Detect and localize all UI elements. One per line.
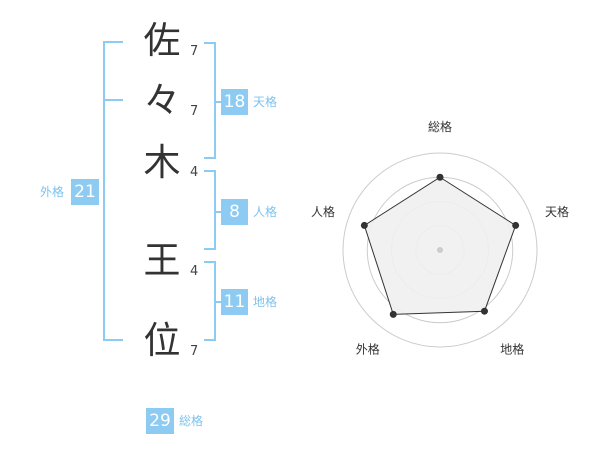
radar-polygon	[363, 176, 517, 315]
bracket-line	[204, 157, 216, 159]
radar-axis-label: 総格	[428, 119, 452, 134]
jinkaku-label: 人格	[253, 205, 278, 219]
bracket-line	[214, 211, 222, 213]
bracket-line	[204, 170, 216, 172]
bracket-line	[214, 101, 222, 103]
soukaku-label: 総格	[179, 414, 204, 428]
radar-axis-label: 天格	[545, 204, 569, 219]
name-char-3: 木	[143, 141, 181, 184]
jinkaku-badge: 8	[221, 199, 248, 225]
chikaku-badge: 11	[221, 289, 248, 315]
radar-point	[389, 310, 397, 318]
radar-shape	[363, 176, 517, 315]
bracket-line	[103, 41, 105, 341]
soukaku-badge: 29	[146, 408, 174, 434]
radar-points	[360, 173, 520, 318]
name-char-2: 々	[143, 79, 181, 122]
tenkaku-label: 天格	[253, 95, 278, 109]
stroke-count-3: 4	[190, 165, 199, 180]
bracket-line	[204, 261, 216, 263]
radar-point	[436, 173, 444, 181]
radar-center	[437, 247, 443, 253]
bracket-line	[214, 170, 216, 250]
radar-point	[360, 221, 368, 229]
tenkaku-badge: 18	[221, 89, 248, 115]
radar-axis-label: 地格	[500, 342, 524, 357]
stroke-count-1: 7	[190, 44, 199, 59]
chikaku-label: 地格	[253, 295, 278, 309]
stroke-count-5: 7	[190, 344, 199, 359]
bracket-line	[204, 339, 216, 341]
radar-axis-label: 外格	[356, 342, 380, 357]
stroke-count-4: 4	[190, 264, 199, 279]
radar-point	[480, 307, 488, 315]
bracket-line	[214, 42, 216, 159]
bracket-line	[103, 41, 123, 43]
name-char-4: 王	[143, 239, 181, 282]
radar-point	[512, 221, 520, 229]
gaikaku-badge: 21	[71, 179, 99, 205]
gaikaku-label: 外格	[40, 185, 65, 199]
bracket-line	[204, 248, 216, 250]
bracket-line	[103, 339, 123, 341]
radar-ring	[342, 152, 538, 348]
bracket-line	[103, 99, 123, 101]
radar-axis-label: 人格	[311, 204, 335, 219]
bracket-line	[214, 301, 222, 303]
stroke-count-2: 7	[190, 104, 199, 119]
name-char-1: 佐	[143, 19, 181, 62]
name-char-5: 位	[143, 319, 181, 362]
bracket-line	[204, 42, 216, 44]
